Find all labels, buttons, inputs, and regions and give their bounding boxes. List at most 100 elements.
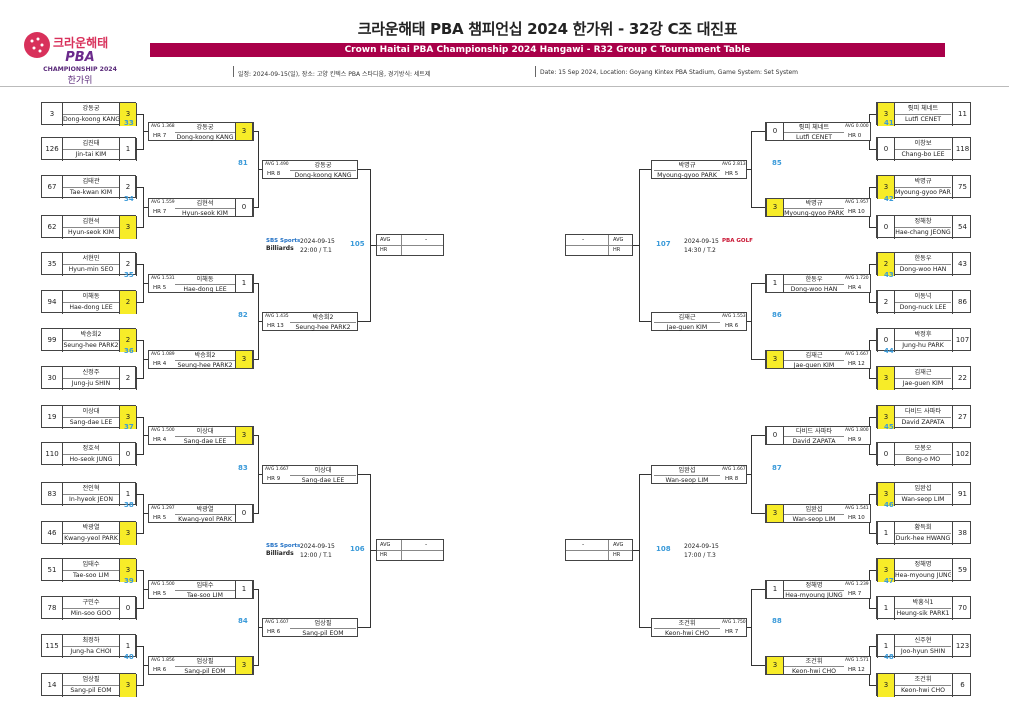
- player-name-en: Heung-sik PARK1: [895, 608, 951, 617]
- avg-value: AVG 1.239: [845, 581, 869, 587]
- set-score: 1: [877, 522, 895, 545]
- player-name-kr: 박명규: [678, 161, 696, 169]
- avg-value: AVG 1.720: [845, 275, 869, 281]
- info-korean: 일정: 2024-09-15(일), 장소: 고양 킨텍스 PBA 스타디움, …: [238, 71, 431, 78]
- bracket-line: [639, 626, 651, 628]
- set-score: 0: [766, 123, 784, 140]
- header-divider: [0, 86, 1009, 87]
- avg-value: AVG 1.435: [265, 313, 289, 319]
- bracket-line: [869, 339, 876, 341]
- set-score: 1: [119, 138, 137, 161]
- set-score: 1: [766, 274, 784, 292]
- player-name-kr: 륏피 체네트: [798, 124, 830, 131]
- info-english: Date: 15 Sep 2024, Location: Goyang Kint…: [540, 69, 799, 76]
- avg-placeholder: -: [425, 541, 428, 549]
- player-name-en: Dong-woo HAN: [784, 283, 844, 294]
- bracket-line: [136, 113, 143, 115]
- bracket-line: [869, 226, 876, 228]
- bracket-line: [633, 244, 639, 246]
- hr-value: HR 9: [267, 476, 281, 482]
- set-score: 3: [119, 216, 137, 239]
- set-score: 3: [877, 103, 895, 126]
- avg-value: AVG 1.297: [151, 506, 175, 511]
- player-name-kr: 박광열: [196, 506, 214, 513]
- player-name-kr: 최정하: [82, 637, 100, 644]
- hr-value: HR 8: [725, 476, 739, 482]
- player-name-en: Bong-o MO: [895, 454, 951, 464]
- game-number: 36: [124, 346, 134, 355]
- player-name-kr: 한동우: [914, 255, 932, 262]
- set-score: 3: [877, 367, 895, 390]
- player-name-kr: 김현석: [196, 199, 214, 207]
- set-score: 3: [235, 657, 253, 674]
- sbs-sports-logo: SBS Sports: [266, 237, 301, 244]
- set-score: 3: [766, 505, 784, 522]
- player-name-kr: 한동우: [805, 275, 823, 283]
- player-name-en: Hyun-min SEO: [63, 264, 119, 274]
- set-score: 1: [235, 274, 253, 292]
- match-time: 12:00 / T.1: [300, 552, 332, 560]
- bracket-line: [136, 416, 143, 418]
- seed-number: 11: [952, 103, 972, 126]
- player-name-kr: 임완섭: [914, 485, 932, 492]
